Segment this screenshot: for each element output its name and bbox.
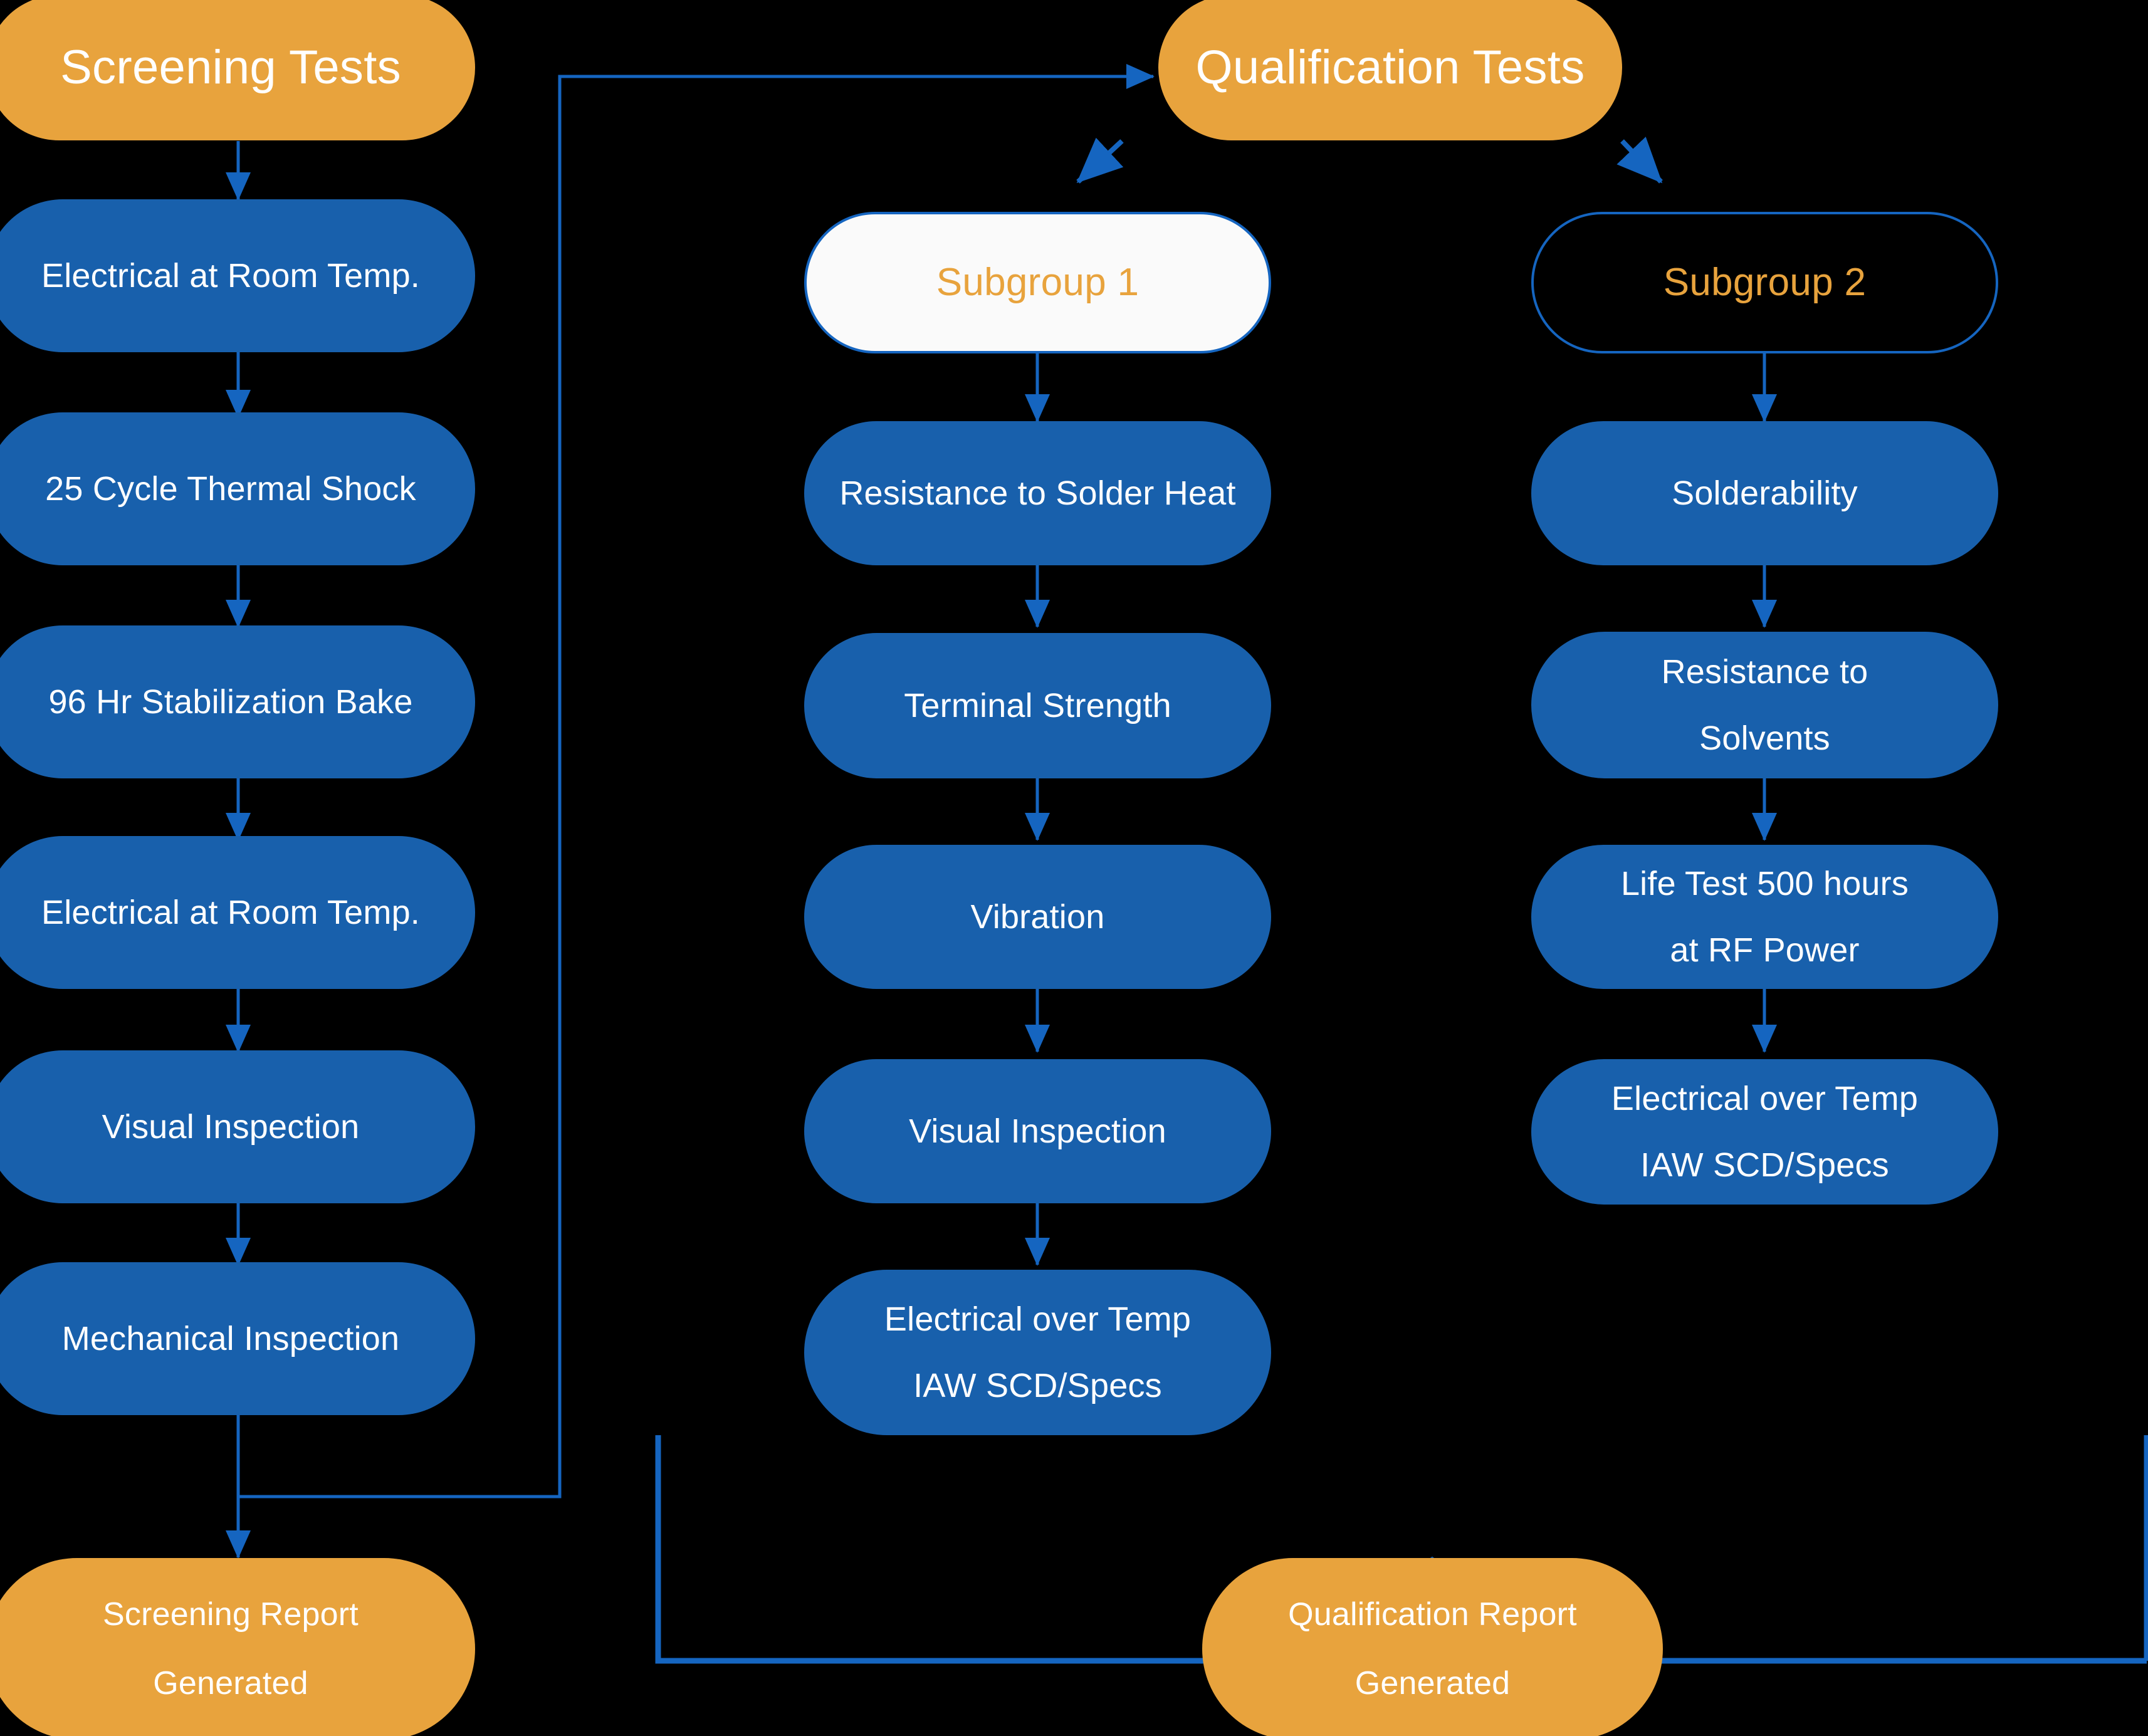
node-label-line1: Resistance to (1661, 653, 1868, 691)
node-label-line1: Electrical over Temp (1611, 1080, 1919, 1117)
node-label: Subgroup 2 (1663, 261, 1867, 304)
node-label-line2: IAW SCD/Specs (913, 1367, 1162, 1404)
node-screening-step-1[interactable]: Electrical at Room Temp. (0, 199, 475, 352)
node-label-line1: Screening Report (103, 1596, 359, 1633)
node-subgroup1-step-2[interactable]: Terminal Strength (804, 633, 1271, 778)
node-label-line2: at RF Power (1670, 931, 1860, 969)
node-screening-tests[interactable]: Screening Tests (0, 0, 475, 140)
node-subgroup2-step-4[interactable]: Electrical over Temp IAW SCD/Specs (1531, 1059, 1998, 1205)
node-screening-step-4[interactable]: Electrical at Room Temp. (0, 836, 475, 989)
node-screening-step-5[interactable]: Visual Inspection (0, 1050, 475, 1203)
node-label-line1: Electrical over Temp (884, 1300, 1192, 1338)
node-label: Electrical at Room Temp. (41, 257, 421, 295)
node-screening-step-6[interactable]: Mechanical Inspection (0, 1262, 475, 1415)
node-subgroup1-step-5[interactable]: Electrical over Temp IAW SCD/Specs (804, 1270, 1271, 1435)
node-qualification-tests[interactable]: Qualification Tests (1158, 0, 1622, 140)
node-label: Qualification Tests (1195, 41, 1585, 94)
arrow-qualification-to-subgroup1 (1076, 137, 1124, 184)
node-label: Electrical at Room Temp. (41, 894, 421, 931)
node-subgroup2-step-2[interactable]: Resistance to Solvents (1531, 632, 1998, 778)
node-label-line1: Life Test 500 hours (1620, 865, 1909, 902)
node-label: Screening Tests (60, 41, 401, 94)
node-label: Subgroup 1 (936, 261, 1139, 304)
node-label: 25 Cycle Thermal Shock (45, 470, 416, 508)
node-subgroup2-step-1[interactable]: Solderability (1531, 421, 1998, 565)
node-label-line1: Vibration (970, 898, 1105, 936)
node-label-line1: Resistance to Solder Heat (839, 474, 1236, 512)
node-label-line1: Solderability (1672, 474, 1858, 512)
node-label-line2: IAW SCD/Specs (1640, 1146, 1889, 1184)
node-subgroup-1-header[interactable]: Subgroup 1 (804, 212, 1271, 353)
node-label-line2: Solvents (1699, 719, 1830, 757)
node-screening-step-2[interactable]: 25 Cycle Thermal Shock (0, 412, 475, 565)
node-subgroup1-step-1[interactable]: Resistance to Solder Heat (804, 421, 1271, 565)
node-subgroup1-step-3[interactable]: Vibration (804, 845, 1271, 989)
node-screening-report[interactable]: Screening Report Generated (0, 1558, 475, 1736)
node-label-line2: Generated (153, 1665, 308, 1702)
node-label-line1: Visual Inspection (909, 1112, 1166, 1150)
arrow-qualification-to-subgroup2 (1616, 137, 1663, 184)
node-subgroup2-step-3[interactable]: Life Test 500 hours at RF Power (1531, 845, 1998, 989)
node-label-line2: Generated (1354, 1665, 1511, 1702)
node-qualification-report[interactable]: Qualification Report Generated (1202, 1558, 1663, 1736)
node-label: Mechanical Inspection (61, 1320, 400, 1357)
node-label-line1: Terminal Strength (904, 687, 1171, 724)
node-label-line1: Qualification Report (1288, 1596, 1577, 1633)
node-screening-step-3[interactable]: 96 Hr Stabilization Bake (0, 625, 475, 778)
node-label: Visual Inspection (102, 1108, 360, 1146)
node-subgroup1-step-4[interactable]: Visual Inspection (804, 1059, 1271, 1203)
node-label: 96 Hr Stabilization Bake (48, 683, 413, 721)
node-subgroup-2-header[interactable]: Subgroup 2 (1531, 212, 1998, 353)
